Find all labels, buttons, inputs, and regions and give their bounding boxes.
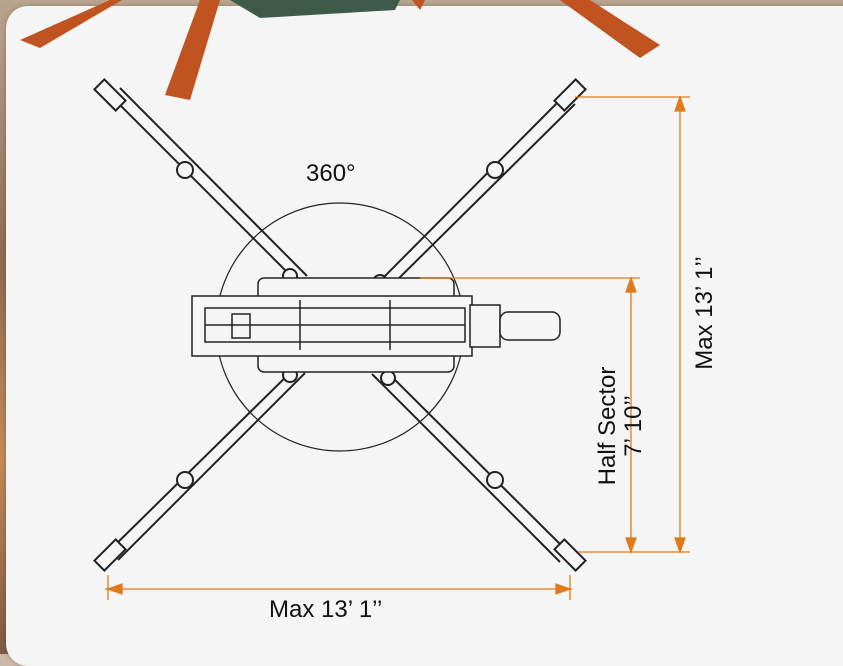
outrigger-nw — [93, 78, 308, 286]
dimension-lines — [105, 95, 690, 600]
machine-body — [191, 277, 561, 373]
half-sector-value: 7’ 10’’ — [620, 395, 647, 457]
outrigger-ne — [377, 78, 587, 292]
rotation-label: 360° — [306, 160, 356, 187]
right-height-label: Max 13’ 1’’ — [691, 256, 718, 370]
outrigger-arms — [93, 78, 587, 572]
half-sector-title: Half Sector — [594, 366, 621, 486]
bottom-width-label: Max 13’ 1’’ — [269, 596, 383, 623]
outrigger-sw — [93, 364, 306, 572]
half-sector-label: Half Sector 7’ 10’’ — [594, 361, 647, 491]
machine-photo-top — [20, 0, 660, 100]
outrigger-se — [371, 364, 587, 572]
